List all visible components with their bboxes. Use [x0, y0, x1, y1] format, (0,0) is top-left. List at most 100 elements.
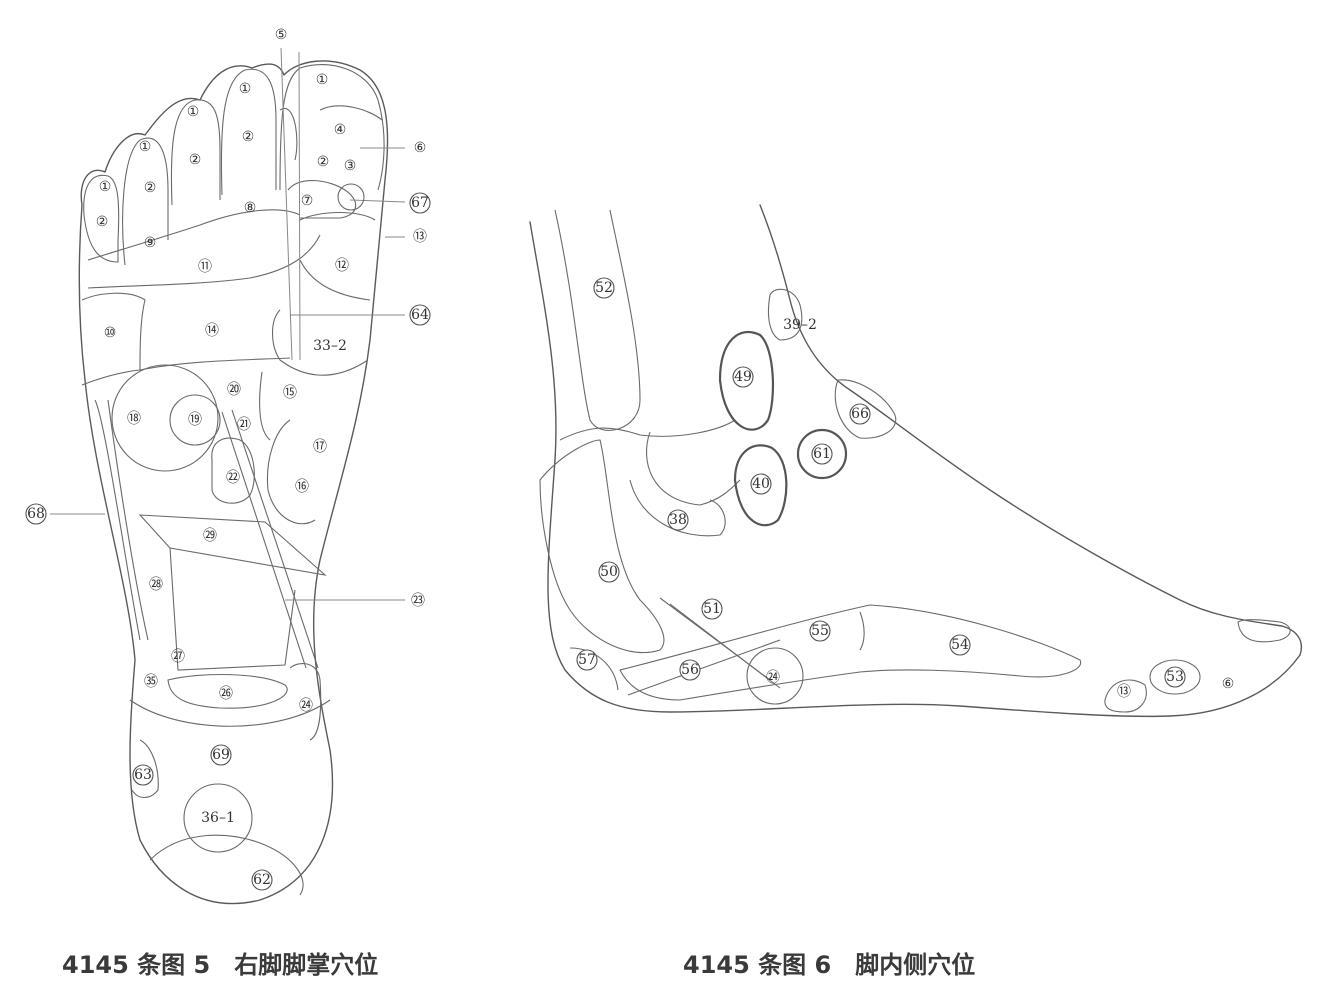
sole-point-label: ① — [239, 81, 252, 97]
inner-point-label-text: 49 — [734, 369, 752, 385]
sole-point-label: ② — [144, 180, 157, 196]
sole-outline — [78, 60, 389, 905]
sole-point-label-text: ⑰ — [313, 439, 327, 455]
zone-29-outline — [138, 514, 327, 576]
midfoot-line — [266, 419, 316, 525]
sole-point-label-text: ⑳ — [227, 382, 241, 398]
sole-point-label-ring — [251, 869, 273, 891]
sole-point-label-text: 63 — [134, 767, 152, 783]
sole-point-label: ⑬ — [413, 229, 427, 245]
zone-24-outline — [289, 662, 322, 741]
shin-zone-52 — [554, 209, 641, 431]
forefoot-line — [87, 234, 321, 289]
sole-point-label-text: ㉘ — [149, 577, 163, 593]
zone-circle-36-1 — [183, 783, 253, 853]
inner-point-label: 49 — [732, 366, 754, 388]
forefoot-line — [299, 259, 371, 301]
sole-point-label: ⑱ — [127, 411, 141, 427]
sole-point-label-text: ⑩ — [104, 325, 117, 341]
midfoot-line — [271, 309, 369, 376]
inner-point-label-text: 39–2 — [783, 317, 817, 333]
line-51b — [669, 603, 781, 689]
toe-nail — [1237, 619, 1291, 643]
zone-circle-19 — [169, 394, 221, 446]
sole-point-label-text: 67 — [411, 195, 429, 211]
inner-point-label-text: 54 — [951, 637, 969, 653]
sole-point-label-text: ③ — [344, 158, 357, 174]
arch-divider — [859, 611, 865, 651]
figure-caption-sole: 4145 条图 5 右脚脚掌穴位 — [62, 951, 379, 979]
sole-point-label-text: ④ — [334, 122, 347, 138]
sole-point-label-text: ⑨ — [144, 235, 157, 251]
sole-point-label: ⑳ — [227, 382, 241, 398]
sole-point-label: 67 — [409, 192, 431, 214]
inner-point-label-text: 57 — [578, 652, 596, 668]
sole-point-label: ⑭ — [205, 323, 219, 339]
sole-point-label-text: ⑮ — [283, 385, 297, 401]
zone-38-outline — [629, 479, 726, 537]
sole-point-label-text: ㉖ — [219, 686, 233, 702]
arch-band-55-54 — [619, 604, 1082, 701]
zone-26-outline — [167, 673, 288, 709]
inner-point-label-text: 55 — [811, 623, 829, 639]
sole-point-label: ㉟ — [144, 674, 158, 690]
sole-point-label-text: ⑦ — [301, 193, 314, 209]
zone-circle-18 — [111, 364, 219, 472]
leader-line-5 — [280, 47, 293, 361]
zone-inner-quad — [169, 547, 296, 671]
inner-point-label-text: ⑥ — [1222, 676, 1235, 692]
sole-point-label-text: ㉟ — [144, 674, 158, 690]
sole-point-label-text: ① — [139, 139, 152, 155]
inner-point-label-ring — [811, 443, 833, 465]
sole-point-label: ㉓ — [411, 593, 425, 609]
inner-point-label-ring — [679, 659, 701, 681]
sole-point-label: 63 — [132, 764, 154, 786]
diagonal-tendon — [231, 409, 319, 669]
inner-point-label-text: 66 — [851, 406, 869, 422]
sole-point-label-ring — [25, 503, 47, 525]
sole-point-label: ㉑ — [237, 417, 251, 433]
inner-foot-outline — [529, 204, 1302, 718]
sole-point-label-text: ② — [317, 154, 330, 170]
inner-point-label: ⑥ — [1222, 676, 1235, 692]
sole-point-label: ④ — [334, 122, 347, 138]
inner-point-label: 52 — [593, 277, 615, 299]
sole-point-label: ⑤ — [275, 27, 288, 43]
sole-point-label-ring — [409, 304, 431, 326]
zone-50-outline — [539, 439, 665, 654]
midfoot-line — [94, 399, 141, 641]
sole-point-label-text: ⑤ — [275, 27, 288, 43]
forefoot-line — [87, 209, 301, 261]
sole-point-label-text: 62 — [253, 872, 271, 888]
sole-point-label: ㉔ — [299, 698, 313, 714]
sole-point-label: ① — [316, 72, 329, 88]
zone-57-outline — [569, 647, 619, 691]
sole-point-label-text: 33–2 — [313, 338, 347, 354]
inner-point-label-ring — [809, 620, 831, 642]
sole-point-label: ⑥ — [414, 140, 427, 156]
sole-point-label: ② — [242, 129, 255, 145]
zone-53-outline — [1149, 659, 1201, 695]
zone-circle-24-inner — [746, 647, 804, 705]
inner-point-label-ring — [949, 634, 971, 656]
sole-point-label: ㉘ — [149, 577, 163, 593]
inner-point-label: 54 — [949, 634, 971, 656]
sole-point-label-text: ㉗ — [171, 649, 185, 665]
sole-point-label: ⑫ — [335, 258, 349, 274]
ankle-line — [646, 431, 741, 506]
sole-point-label-text: ⑪ — [198, 259, 212, 275]
sole-point-label: ⑧ — [244, 200, 257, 216]
sole-point-label-text: ② — [242, 129, 255, 145]
zone-40-outline — [733, 444, 788, 527]
sole-figure — [50, 47, 406, 905]
sole-point-label: ① — [187, 104, 200, 120]
sole-point-label: ⑪ — [198, 259, 212, 275]
inner-point-label: 56 — [679, 659, 701, 681]
sole-point-label: ⑨ — [144, 235, 157, 251]
sole-point-label-ring — [409, 192, 431, 214]
toe-detail-line — [279, 107, 298, 161]
sole-point-label: 64 — [409, 304, 431, 326]
sole-point-label-text: ⑧ — [244, 200, 257, 216]
